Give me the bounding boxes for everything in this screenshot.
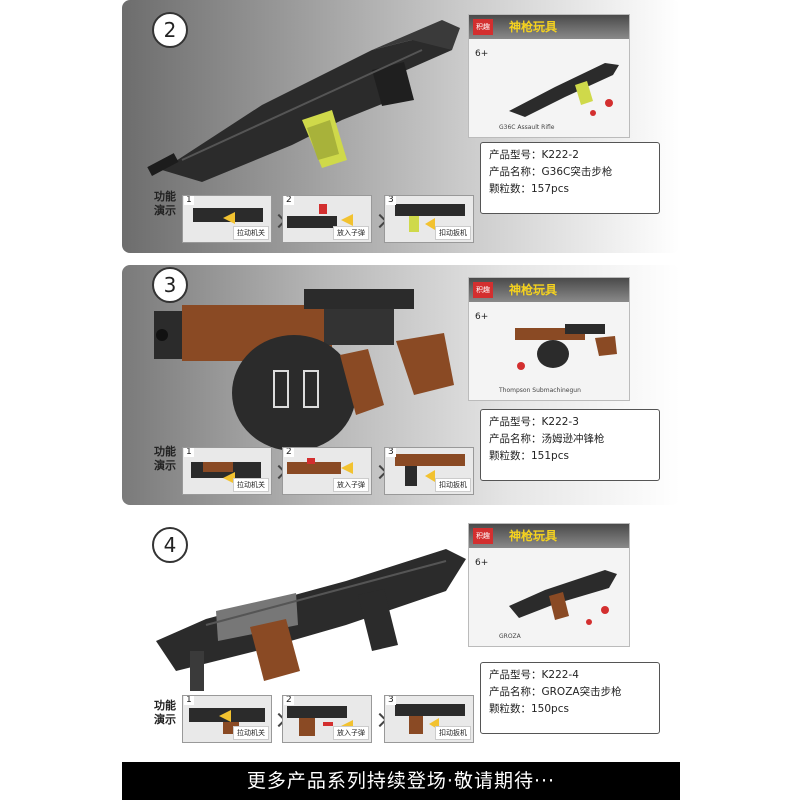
product-name: 产品名称：汤姆逊冲锋枪 bbox=[489, 433, 605, 445]
demo-step-caption: 放入子弹 bbox=[333, 226, 369, 240]
demo-step-1: 1 拉动机关 bbox=[182, 195, 272, 243]
product-box-image: 积趣 神枪玩具 6+ Thompson Submachinegun bbox=[468, 277, 630, 401]
demo-step-caption: 扣动扳机 bbox=[435, 226, 471, 240]
demo-step-caption: 拉动机关 bbox=[233, 226, 269, 240]
product-model: 产品型号：K222-3 bbox=[489, 416, 579, 428]
product-info-card: 产品型号：K222-2 产品名称：G36C突击步枪 颗粒数：157pcs bbox=[480, 142, 660, 214]
product-info-card: 产品型号：K222-4 产品名称：GROZA突击步枪 颗粒数：150pcs bbox=[480, 662, 660, 734]
demo-step-caption: 拉动机关 bbox=[233, 478, 269, 492]
product-name: 产品名称：GROZA突击步枪 bbox=[489, 686, 622, 698]
function-demo-label: 功能演示 bbox=[154, 445, 176, 472]
thompson-smg-image bbox=[154, 289, 454, 451]
demo-step-caption: 扣动扳机 bbox=[435, 726, 471, 740]
brand-logo: 积趣 bbox=[473, 282, 493, 298]
product-name: 产品名称：G36C突击步枪 bbox=[489, 166, 613, 178]
footer-text: 更多产品系列持续登场·敬请期待··· bbox=[246, 770, 556, 792]
function-demo-label: 功能演示 bbox=[154, 190, 176, 217]
product-info-card: 产品型号：K222-3 产品名称：汤姆逊冲锋枪 颗粒数：151pcs bbox=[480, 409, 660, 481]
box-title: 神枪玩具 bbox=[509, 283, 558, 297]
box-title: 神枪玩具 bbox=[509, 20, 558, 34]
demo-step-1: 1 拉动机关 bbox=[182, 695, 272, 743]
box-gun-name: Thompson Submachinegun bbox=[499, 387, 581, 394]
demo-step-2: 2 放入子弹 bbox=[282, 447, 372, 495]
function-demo-label: 功能演示 bbox=[154, 699, 176, 726]
demo-step-3: 3 扣动扳机 bbox=[384, 195, 474, 243]
box-gun-illustration bbox=[509, 63, 619, 117]
demo-step-caption: 拉动机关 bbox=[233, 726, 269, 740]
product-number-badge: 3 bbox=[152, 267, 188, 303]
product-box-image: 积趣 神枪玩具 6+ GROZA bbox=[468, 523, 630, 647]
box-gun-illustration bbox=[515, 324, 617, 370]
demo-step-2: 2 放入子弹 bbox=[282, 695, 372, 743]
box-gun-name: GROZA bbox=[499, 633, 521, 640]
product-pieces: 颗粒数：150pcs bbox=[489, 703, 569, 715]
demo-step-caption: 放入子弹 bbox=[333, 478, 369, 492]
footer-banner: 更多产品系列持续登场·敬请期待··· bbox=[122, 762, 680, 800]
product-model: 产品型号：K222-2 bbox=[489, 149, 579, 161]
demo-step-caption: 放入子弹 bbox=[333, 726, 369, 740]
groza-rifle-image bbox=[156, 549, 466, 691]
demo-step-1: 1 拉动机关 bbox=[182, 447, 272, 495]
g36c-rifle-image bbox=[147, 20, 460, 182]
demo-step-2: 2 放入子弹 bbox=[282, 195, 372, 243]
age-rating: 6+ bbox=[475, 312, 489, 322]
demo-step-3: 3 扣动扳机 bbox=[384, 695, 474, 743]
product-panel-k222-2: 2 积趣 神枪玩具 6+ G36C Assault Rifle 产品型号：K22… bbox=[122, 0, 680, 253]
box-gun-name: G36C Assault Rifle bbox=[499, 124, 555, 131]
brand-logo: 积趣 bbox=[473, 528, 493, 544]
product-panel-k222-3: 3 积趣 神枪玩具 6+ Thompson Submachinegun 产品型号… bbox=[122, 265, 680, 505]
box-title: 神枪玩具 bbox=[509, 529, 558, 543]
product-number-badge: 4 bbox=[152, 527, 188, 563]
brand-logo: 积趣 bbox=[473, 19, 493, 35]
box-gun-illustration bbox=[509, 570, 617, 625]
product-pieces: 颗粒数：151pcs bbox=[489, 450, 569, 462]
product-model: 产品型号：K222-4 bbox=[489, 669, 579, 681]
age-rating: 6+ bbox=[475, 49, 489, 59]
product-number-badge: 2 bbox=[152, 12, 188, 48]
demo-step-caption: 扣动扳机 bbox=[435, 478, 471, 492]
age-rating: 6+ bbox=[475, 558, 489, 568]
product-pieces: 颗粒数：157pcs bbox=[489, 183, 569, 195]
demo-step-3: 3 扣动扳机 bbox=[384, 447, 474, 495]
product-box-image: 积趣 神枪玩具 6+ G36C Assault Rifle bbox=[468, 14, 630, 138]
product-panel-k222-4: 4 积趣 神枪玩具 6+ GROZA 产品型号：K222-4 产品名称：GROZ… bbox=[122, 515, 680, 760]
